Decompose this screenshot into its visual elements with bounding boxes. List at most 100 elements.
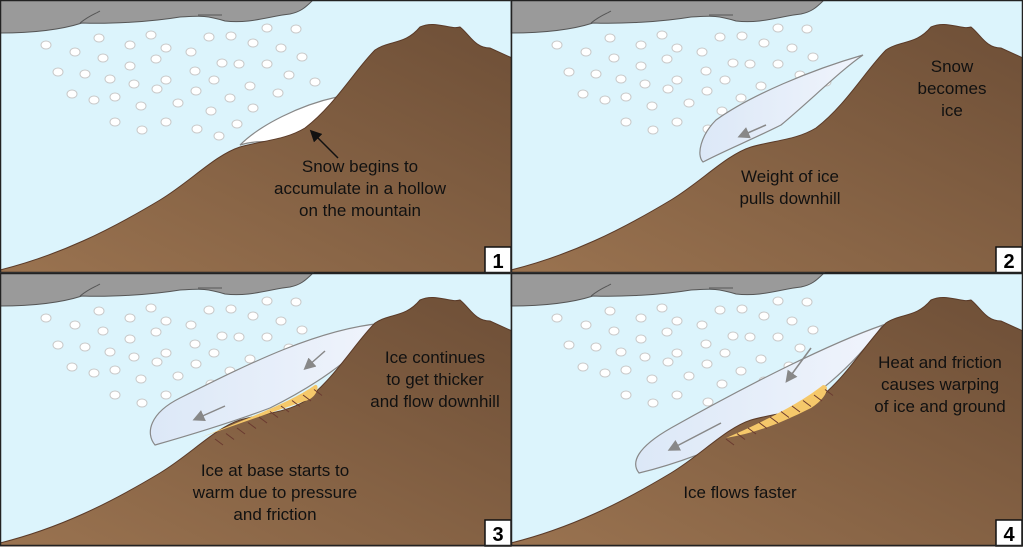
snowflake xyxy=(97,326,109,336)
snowflake xyxy=(216,58,228,68)
glacier-ice xyxy=(149,322,387,446)
snowflake xyxy=(208,75,220,85)
snowflake xyxy=(615,347,627,357)
snowflake xyxy=(145,30,157,40)
snowflake xyxy=(735,93,747,103)
snowflake xyxy=(608,326,620,336)
snowflake xyxy=(620,390,632,400)
flow-arrow xyxy=(667,422,722,451)
snowflake xyxy=(225,31,237,41)
snowfall xyxy=(40,23,321,141)
cloud xyxy=(510,0,825,34)
snowflake xyxy=(93,306,105,316)
snowflake xyxy=(97,53,109,63)
snowflake xyxy=(700,339,712,349)
snowflake xyxy=(172,371,184,381)
snowflake xyxy=(620,92,632,102)
caption-line: ice xyxy=(941,101,963,120)
cloud-outline xyxy=(79,10,222,24)
snowflake xyxy=(135,374,147,384)
snowflake xyxy=(580,47,592,57)
snowflake xyxy=(563,67,575,77)
snowflake xyxy=(172,98,184,108)
cloud xyxy=(510,272,826,307)
snowflake xyxy=(69,47,81,57)
snowflake xyxy=(772,296,784,306)
snowflake xyxy=(801,297,813,307)
snowflake xyxy=(261,59,273,69)
snowflake xyxy=(203,32,215,42)
snowflake xyxy=(635,313,647,323)
snowflake xyxy=(639,79,651,89)
snowflake xyxy=(700,66,712,76)
snowflake xyxy=(551,40,563,50)
snowflake xyxy=(275,316,287,326)
flow-arrow xyxy=(303,350,326,370)
snowflake xyxy=(716,379,728,389)
snowflake xyxy=(758,38,770,48)
caption-line: causes warping xyxy=(881,375,999,394)
snowflake xyxy=(160,316,172,326)
snowflake xyxy=(608,53,620,63)
snowflake xyxy=(150,54,162,64)
snowflake xyxy=(671,117,683,127)
snowflake xyxy=(261,332,273,342)
snowflake xyxy=(671,75,683,85)
snowflake xyxy=(290,297,302,307)
flow-arrow xyxy=(785,347,812,383)
snowflake xyxy=(208,348,220,358)
snowflake xyxy=(160,117,172,127)
snowflake xyxy=(807,52,819,62)
pointer-arrow xyxy=(309,129,339,159)
caption-line: becomes xyxy=(918,79,987,98)
caption-line: and flow downhill xyxy=(370,392,499,411)
snowflake xyxy=(128,79,140,89)
snowflake xyxy=(261,23,273,33)
snowflake xyxy=(727,58,739,68)
cloud xyxy=(0,272,315,307)
snowflake xyxy=(231,119,243,129)
snowflake xyxy=(191,124,203,134)
snowflake xyxy=(580,320,592,330)
snowflake xyxy=(261,296,273,306)
snowflake xyxy=(736,31,748,41)
caption-line: warm due to pressure xyxy=(192,483,357,502)
snowflake xyxy=(205,106,217,116)
snowflake xyxy=(696,320,708,330)
snowflake xyxy=(296,325,308,335)
flow-arrow xyxy=(737,124,767,139)
snowflake xyxy=(124,313,136,323)
snowflake xyxy=(577,362,589,372)
snowflake xyxy=(247,311,259,321)
snowflake xyxy=(615,74,627,84)
snowflake xyxy=(136,125,148,135)
mountain xyxy=(0,23,513,274)
snowflake xyxy=(736,304,748,314)
snowflake xyxy=(639,352,651,362)
snowflake xyxy=(79,69,91,79)
snowflake xyxy=(40,313,52,323)
snowflake xyxy=(755,81,767,91)
caption: Ice flows faster xyxy=(683,483,797,502)
snowflake xyxy=(714,32,726,42)
snowflake xyxy=(646,101,658,111)
caption-line: on the mountain xyxy=(299,201,421,220)
snowflake xyxy=(620,117,632,127)
snowflake xyxy=(807,325,819,335)
snowflake xyxy=(786,316,798,326)
step-number: 2 xyxy=(1003,251,1014,273)
snowflake xyxy=(224,93,236,103)
snowflake xyxy=(646,374,658,384)
snowflake xyxy=(647,125,659,135)
caption-line: Snow begins to xyxy=(302,157,418,176)
snowflake xyxy=(190,359,202,369)
caption-line: Ice flows faster xyxy=(683,483,797,502)
